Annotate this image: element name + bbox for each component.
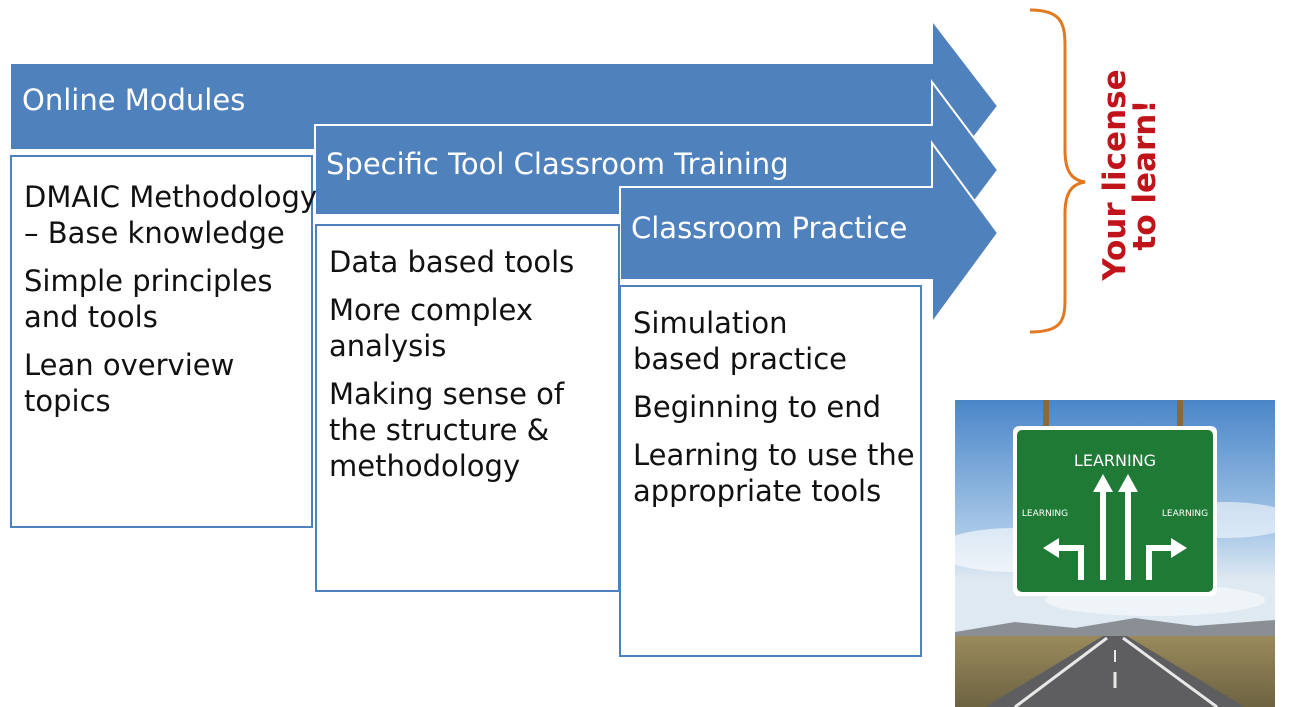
- box3-item-1: Simulation based practice: [633, 306, 848, 376]
- box3-item-3: Learning to use the appropriate tools: [633, 438, 915, 508]
- arrow-label-classroom-practice: Classroom Practice: [631, 211, 908, 245]
- box-specific-tool-training: Data based tools More complex analysis M…: [315, 224, 620, 592]
- box1-item-3: Lean overview topics: [24, 348, 235, 418]
- box2-item-1: Data based tools: [329, 245, 575, 279]
- box1-item-2: Simple principles and tools: [24, 264, 273, 334]
- arrow-classroom-practice: [619, 139, 1000, 327]
- box2-item-3: Making sense of the structure & methodol…: [329, 377, 565, 483]
- sign-main-text: LEARNING: [1074, 451, 1156, 470]
- right-turn-arrow-icon: [1146, 538, 1187, 580]
- box2-item-2: More complex analysis: [329, 293, 534, 363]
- license-line-2: to learn!: [1127, 99, 1163, 251]
- arrow-label-specific-tool-training: Specific Tool Classroom Training: [326, 147, 789, 181]
- box-classroom-practice: Simulation based practice Beginning to e…: [619, 285, 922, 657]
- curly-brace: [1029, 8, 1086, 334]
- license-line-1: Your license: [1097, 69, 1133, 281]
- box3-item-2: Beginning to end: [633, 390, 881, 424]
- license-text: Your license to learn!: [1097, 50, 1163, 300]
- sign-right-text: LEARNING: [1162, 509, 1208, 519]
- box-online-modules: DMAIC Methodology – Base knowledge Simpl…: [10, 155, 317, 528]
- arrow-label-online-modules: Online Modules: [22, 83, 246, 117]
- up-arrows-icon: [1093, 474, 1138, 580]
- box1-item-1: DMAIC Methodology – Base knowledge: [24, 180, 318, 250]
- left-turn-arrow-icon: [1043, 538, 1084, 580]
- learning-road-sign-photo: LEARNING LEARNING LEARNING: [955, 400, 1275, 707]
- sign-left-text: LEARNING: [1022, 509, 1068, 519]
